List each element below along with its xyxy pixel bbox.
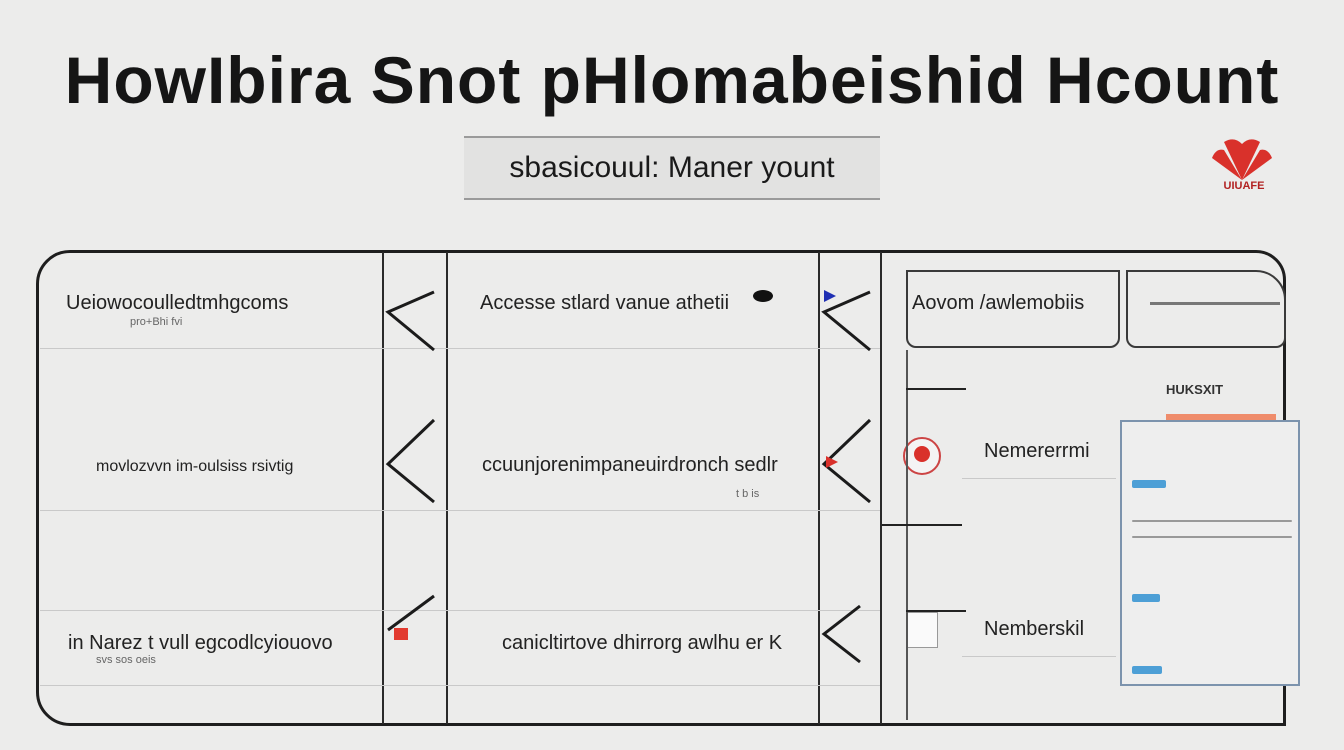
panel-field-label: Aovom /awlemobiis (912, 292, 1085, 314)
chevron-left-icon[interactable] (820, 290, 872, 352)
slider-track[interactable] (1150, 302, 1280, 305)
badge-icon (753, 290, 773, 302)
column-divider (382, 252, 384, 724)
chevron-left-icon[interactable] (820, 604, 872, 664)
card-row (1132, 594, 1160, 602)
panel-item-label: Nemberskil (984, 618, 1085, 640)
page-title: HowIbira Snot pHlomabeishid Hcount (64, 43, 1280, 117)
panel-field[interactable]: Aovom /awlemobiis (906, 270, 1120, 348)
cell-text: canicltirtove dhirrorg awlhu er K (502, 632, 783, 654)
panel-field[interactable] (1126, 270, 1286, 348)
document-icon (906, 612, 938, 648)
cell-text: Accesse stlard vanue athetii (480, 292, 730, 314)
chevron-left-icon[interactable] (820, 418, 872, 504)
row-divider (40, 685, 880, 686)
flag-icon (824, 290, 836, 302)
panel-item-label: Nemererrmi (984, 440, 1090, 462)
row-divider (962, 478, 1116, 479)
card-row (1132, 480, 1166, 488)
flag-icon (826, 456, 838, 468)
chevron-left-icon[interactable] (384, 290, 436, 352)
chevron-left-icon[interactable] (384, 418, 436, 504)
panel-divider (882, 524, 962, 526)
cell-subtext: pro+Bhi fvi (130, 316, 183, 328)
row-divider (40, 510, 880, 511)
subtitle-text: sbasicouul: Maner yount (509, 151, 835, 184)
card-row (1132, 666, 1162, 674)
card-row (1132, 520, 1292, 522)
column-divider (880, 252, 882, 724)
panel-divider (906, 610, 966, 612)
chevron-left-icon[interactable] (384, 594, 436, 646)
cell-text: ccuunjorenimpaneuirdronch sedlr (482, 454, 778, 476)
cell-text: movlozvvn im-oulsiss rsivtig (96, 458, 294, 475)
row-divider (40, 348, 880, 349)
avatar (903, 437, 941, 475)
panel-divider (906, 388, 966, 390)
subtitle-box: sbasicouul: Maner yount (464, 136, 880, 200)
row-divider (40, 610, 880, 611)
cell-text: in Narez t vull egcodlcyiouovo (68, 632, 333, 654)
column-divider (818, 252, 820, 724)
cell-text: Ueiowocoulledtmhgcoms (66, 292, 289, 314)
side-label: HUKSXIT (1166, 382, 1224, 397)
cell-subtext: svs sos oeis (96, 654, 156, 666)
side-card (1120, 420, 1300, 686)
flag-icon (394, 628, 408, 640)
panel-divider (906, 350, 908, 720)
card-row (1132, 536, 1292, 538)
column-divider (446, 252, 448, 724)
brand-logo-icon (1212, 139, 1272, 180)
brand-name: UIUAFE (1223, 180, 1265, 192)
cell-subtext: t b is (736, 488, 760, 500)
row-divider (962, 656, 1116, 657)
